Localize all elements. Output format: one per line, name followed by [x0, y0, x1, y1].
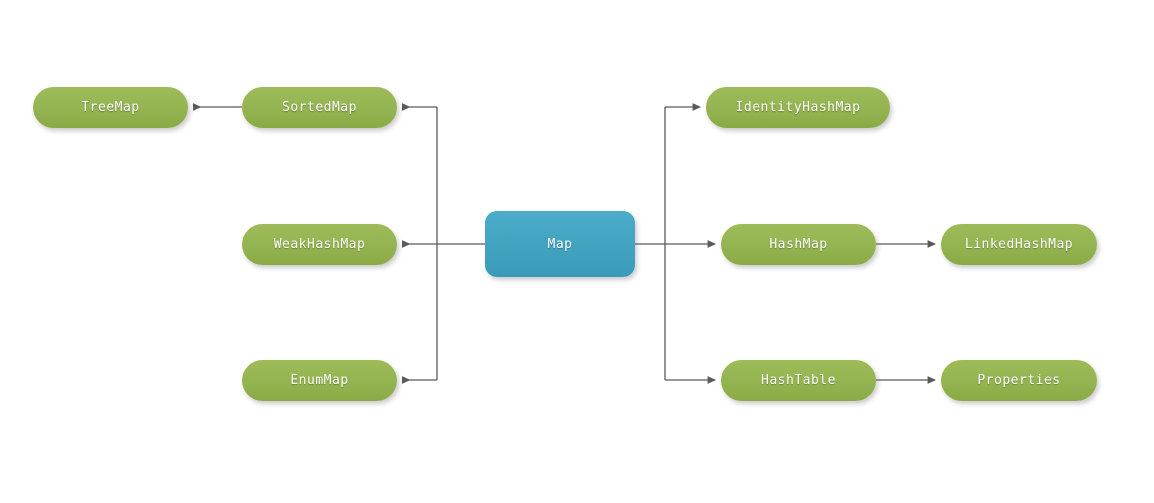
node-enummap[interactable]: EnumMap [242, 360, 397, 401]
node-label: HashMap [769, 237, 828, 252]
node-label: SortedMap [282, 100, 357, 115]
node-label: WeakHashMap [273, 237, 366, 252]
node-label: Map [547, 236, 573, 252]
node-weakhashmap[interactable]: WeakHashMap [242, 224, 397, 265]
node-label: EnumMap [290, 373, 349, 388]
node-treemap[interactable]: TreeMap [33, 87, 188, 128]
node-label: Properties [977, 373, 1061, 388]
node-hashtable[interactable]: HashTable [721, 360, 876, 401]
node-label: IdentityHashMap [735, 100, 861, 115]
node-map[interactable]: Map [485, 211, 635, 277]
node-linkedhashmap[interactable]: LinkedHashMap [941, 224, 1097, 265]
node-label: HashTable [761, 373, 836, 388]
node-label: TreeMap [81, 100, 140, 115]
node-sortedmap[interactable]: SortedMap [242, 87, 397, 128]
node-hashmap[interactable]: HashMap [721, 224, 876, 265]
node-label: LinkedHashMap [964, 237, 1074, 252]
node-identityhashmap[interactable]: IdentityHashMap [706, 87, 890, 128]
node-properties[interactable]: Properties [941, 360, 1097, 401]
